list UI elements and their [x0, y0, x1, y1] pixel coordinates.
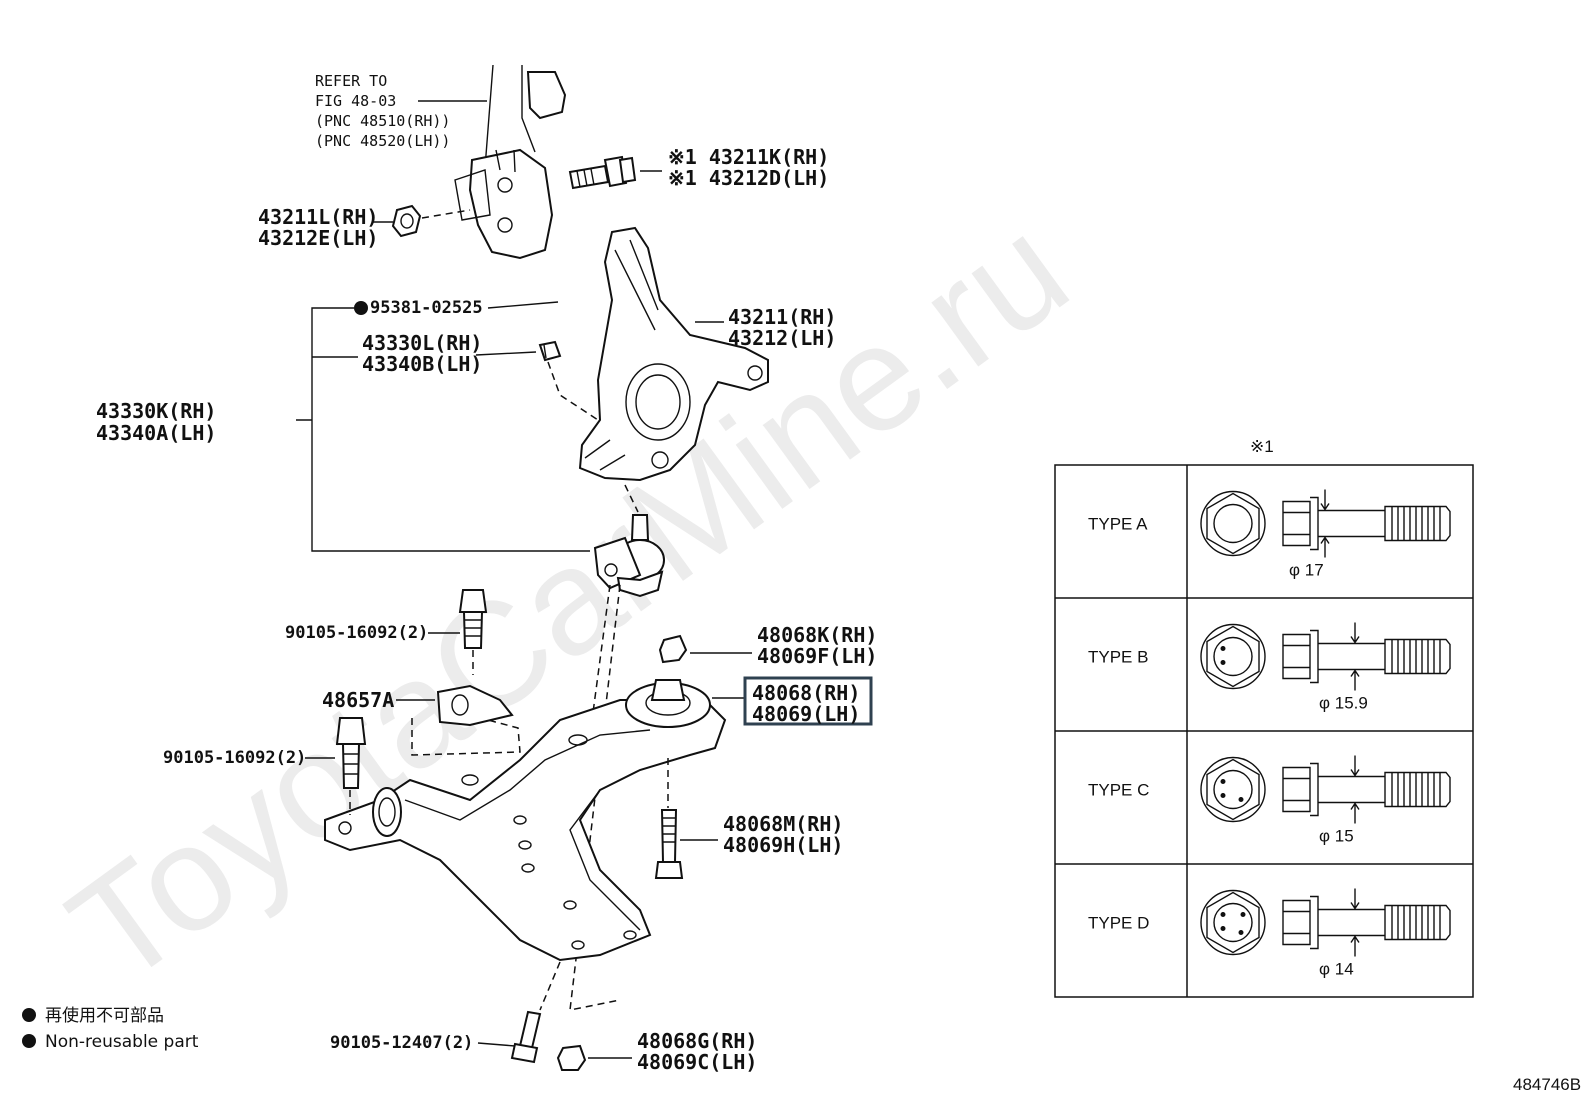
- ball-joint-nut: [658, 634, 688, 664]
- bolt-thread: [1391, 639, 1441, 674]
- type-row: TYPE A φ 17: [1088, 489, 1451, 580]
- legend-dot-1: [22, 1008, 36, 1022]
- label-90105-16092-a: 90105-16092(2): [285, 623, 428, 643]
- type-label: TYPE D: [1088, 914, 1149, 933]
- lower-control-arm: [324, 679, 727, 962]
- bolt-head-hex: [1206, 891, 1260, 954]
- bolt-head-inner: [1213, 769, 1253, 810]
- type-label: TYPE B: [1088, 648, 1148, 667]
- bolt-thread: [1391, 772, 1441, 807]
- bolt-head-inner: [1213, 503, 1253, 544]
- bolt-head-circle: [1200, 490, 1266, 557]
- bolt-head-hex: [1206, 492, 1260, 555]
- head-mark-dot: [1240, 912, 1246, 917]
- steering-knuckle: [578, 226, 769, 482]
- diameter-dimension: [1320, 489, 1330, 558]
- arm-rear-nut: [556, 1044, 587, 1071]
- label-48069f: 48069F(LH): [757, 644, 877, 668]
- table-note-mark: ※1: [1250, 437, 1274, 456]
- label-43212d: ※1 43212D(LH): [668, 166, 829, 190]
- label-43330k: 43330K(RH): [96, 399, 216, 423]
- ball-joint-clip: [538, 340, 562, 362]
- label-43340b: 43340B(LH): [362, 352, 482, 376]
- type-row: TYPE B φ 15.9: [1088, 622, 1451, 713]
- bracket-48657a: [436, 684, 514, 727]
- label-43212: 43212(LH): [728, 326, 836, 350]
- label-43211l: 43211L(RH): [258, 205, 378, 229]
- bolt-head-circle: [1200, 623, 1266, 690]
- refer-line3: (PNC 48510(RH)): [315, 112, 450, 130]
- bolt-head-circle: [1200, 756, 1266, 823]
- label-48068g: 48068G(RH): [637, 1029, 757, 1053]
- type-row: TYPE D φ 14: [1088, 888, 1451, 979]
- bolt-side-view: [1282, 895, 1451, 950]
- diameter-label: φ 15.9: [1319, 694, 1368, 713]
- head-mark-dot: [1238, 797, 1244, 802]
- bracket-bolt-upper: [458, 589, 488, 649]
- label-43212e: 43212E(LH): [258, 226, 378, 250]
- label-90105-12407: 90105-12407(2): [330, 1033, 473, 1053]
- label-95381: 95381-02525: [370, 298, 483, 318]
- label-43211k: ※1 43211K(RH): [668, 145, 829, 169]
- label-48069: 48069(LH): [752, 702, 860, 726]
- diameter-label: φ 15: [1319, 827, 1354, 846]
- refer-line2: FIG 48-03: [315, 92, 396, 110]
- bolt-side-view: [1282, 496, 1451, 551]
- label-90105-16092-b: 90105-16092(2): [163, 748, 306, 768]
- diameter-dimension: [1350, 755, 1360, 824]
- label-48657a: 48657A: [322, 688, 394, 712]
- refer-line4: (PNC 48520(LH)): [315, 132, 450, 150]
- bolt-thread: [1391, 905, 1441, 940]
- label-43330l: 43330L(RH): [362, 331, 482, 355]
- bolt-head-inner: [1213, 636, 1253, 677]
- non-reusable-dot: [354, 301, 368, 315]
- label-43211: 43211(RH): [728, 305, 836, 329]
- refer-line1: REFER TO: [315, 72, 387, 90]
- label-48068: 48068(RH): [752, 681, 860, 705]
- legend-dot-2: [22, 1034, 36, 1048]
- label-48069c: 48069C(LH): [637, 1050, 757, 1074]
- head-mark-dot: [1220, 779, 1226, 784]
- type-label: TYPE A: [1088, 515, 1148, 534]
- arm-rear-bolt: [510, 1010, 542, 1064]
- type-row: TYPE C φ 15: [1088, 755, 1451, 846]
- diameter-label: φ 17: [1289, 561, 1324, 580]
- bracket-bolt-lower: [335, 717, 367, 789]
- strut-assembly: [454, 64, 567, 260]
- diameter-dimension: [1350, 888, 1360, 957]
- arm-bolt: [654, 809, 684, 879]
- legend-japanese: 再使用不可部品: [45, 1005, 164, 1026]
- head-mark-dot: [1220, 793, 1226, 798]
- strut-bolt: [568, 155, 637, 190]
- label-48068m: 48068M(RH): [723, 812, 843, 836]
- bolt-head-hex: [1206, 758, 1260, 821]
- label-48069h: 48069H(LH): [723, 833, 843, 857]
- figure-id: 484746B: [1513, 1075, 1581, 1094]
- diameter-label: φ 14: [1319, 960, 1354, 979]
- label-43340a: 43340A(LH): [96, 421, 216, 445]
- highlight-box: [743, 676, 873, 726]
- bolt-head-circle: [1200, 889, 1266, 956]
- head-mark-dot: [1238, 930, 1244, 935]
- bolt-side-view: [1282, 762, 1451, 817]
- bolt-thread: [1391, 506, 1441, 541]
- head-mark-dot: [1220, 926, 1226, 931]
- legend-english: Non-reusable part: [45, 1032, 199, 1052]
- bolt-head-inner: [1213, 902, 1253, 943]
- diameter-dimension: [1350, 622, 1360, 691]
- type-label: TYPE C: [1088, 781, 1149, 800]
- joint-bracket-line: [296, 307, 590, 552]
- label-48068k: 48068K(RH): [757, 623, 877, 647]
- head-mark-dot: [1220, 660, 1226, 665]
- head-mark-dot: [1220, 646, 1226, 651]
- strut-nut: [391, 204, 422, 238]
- bolt-head-hex: [1206, 625, 1260, 688]
- lower-ball-joint: [593, 514, 665, 598]
- bolt-side-view: [1282, 629, 1451, 684]
- head-mark-dot: [1220, 912, 1226, 917]
